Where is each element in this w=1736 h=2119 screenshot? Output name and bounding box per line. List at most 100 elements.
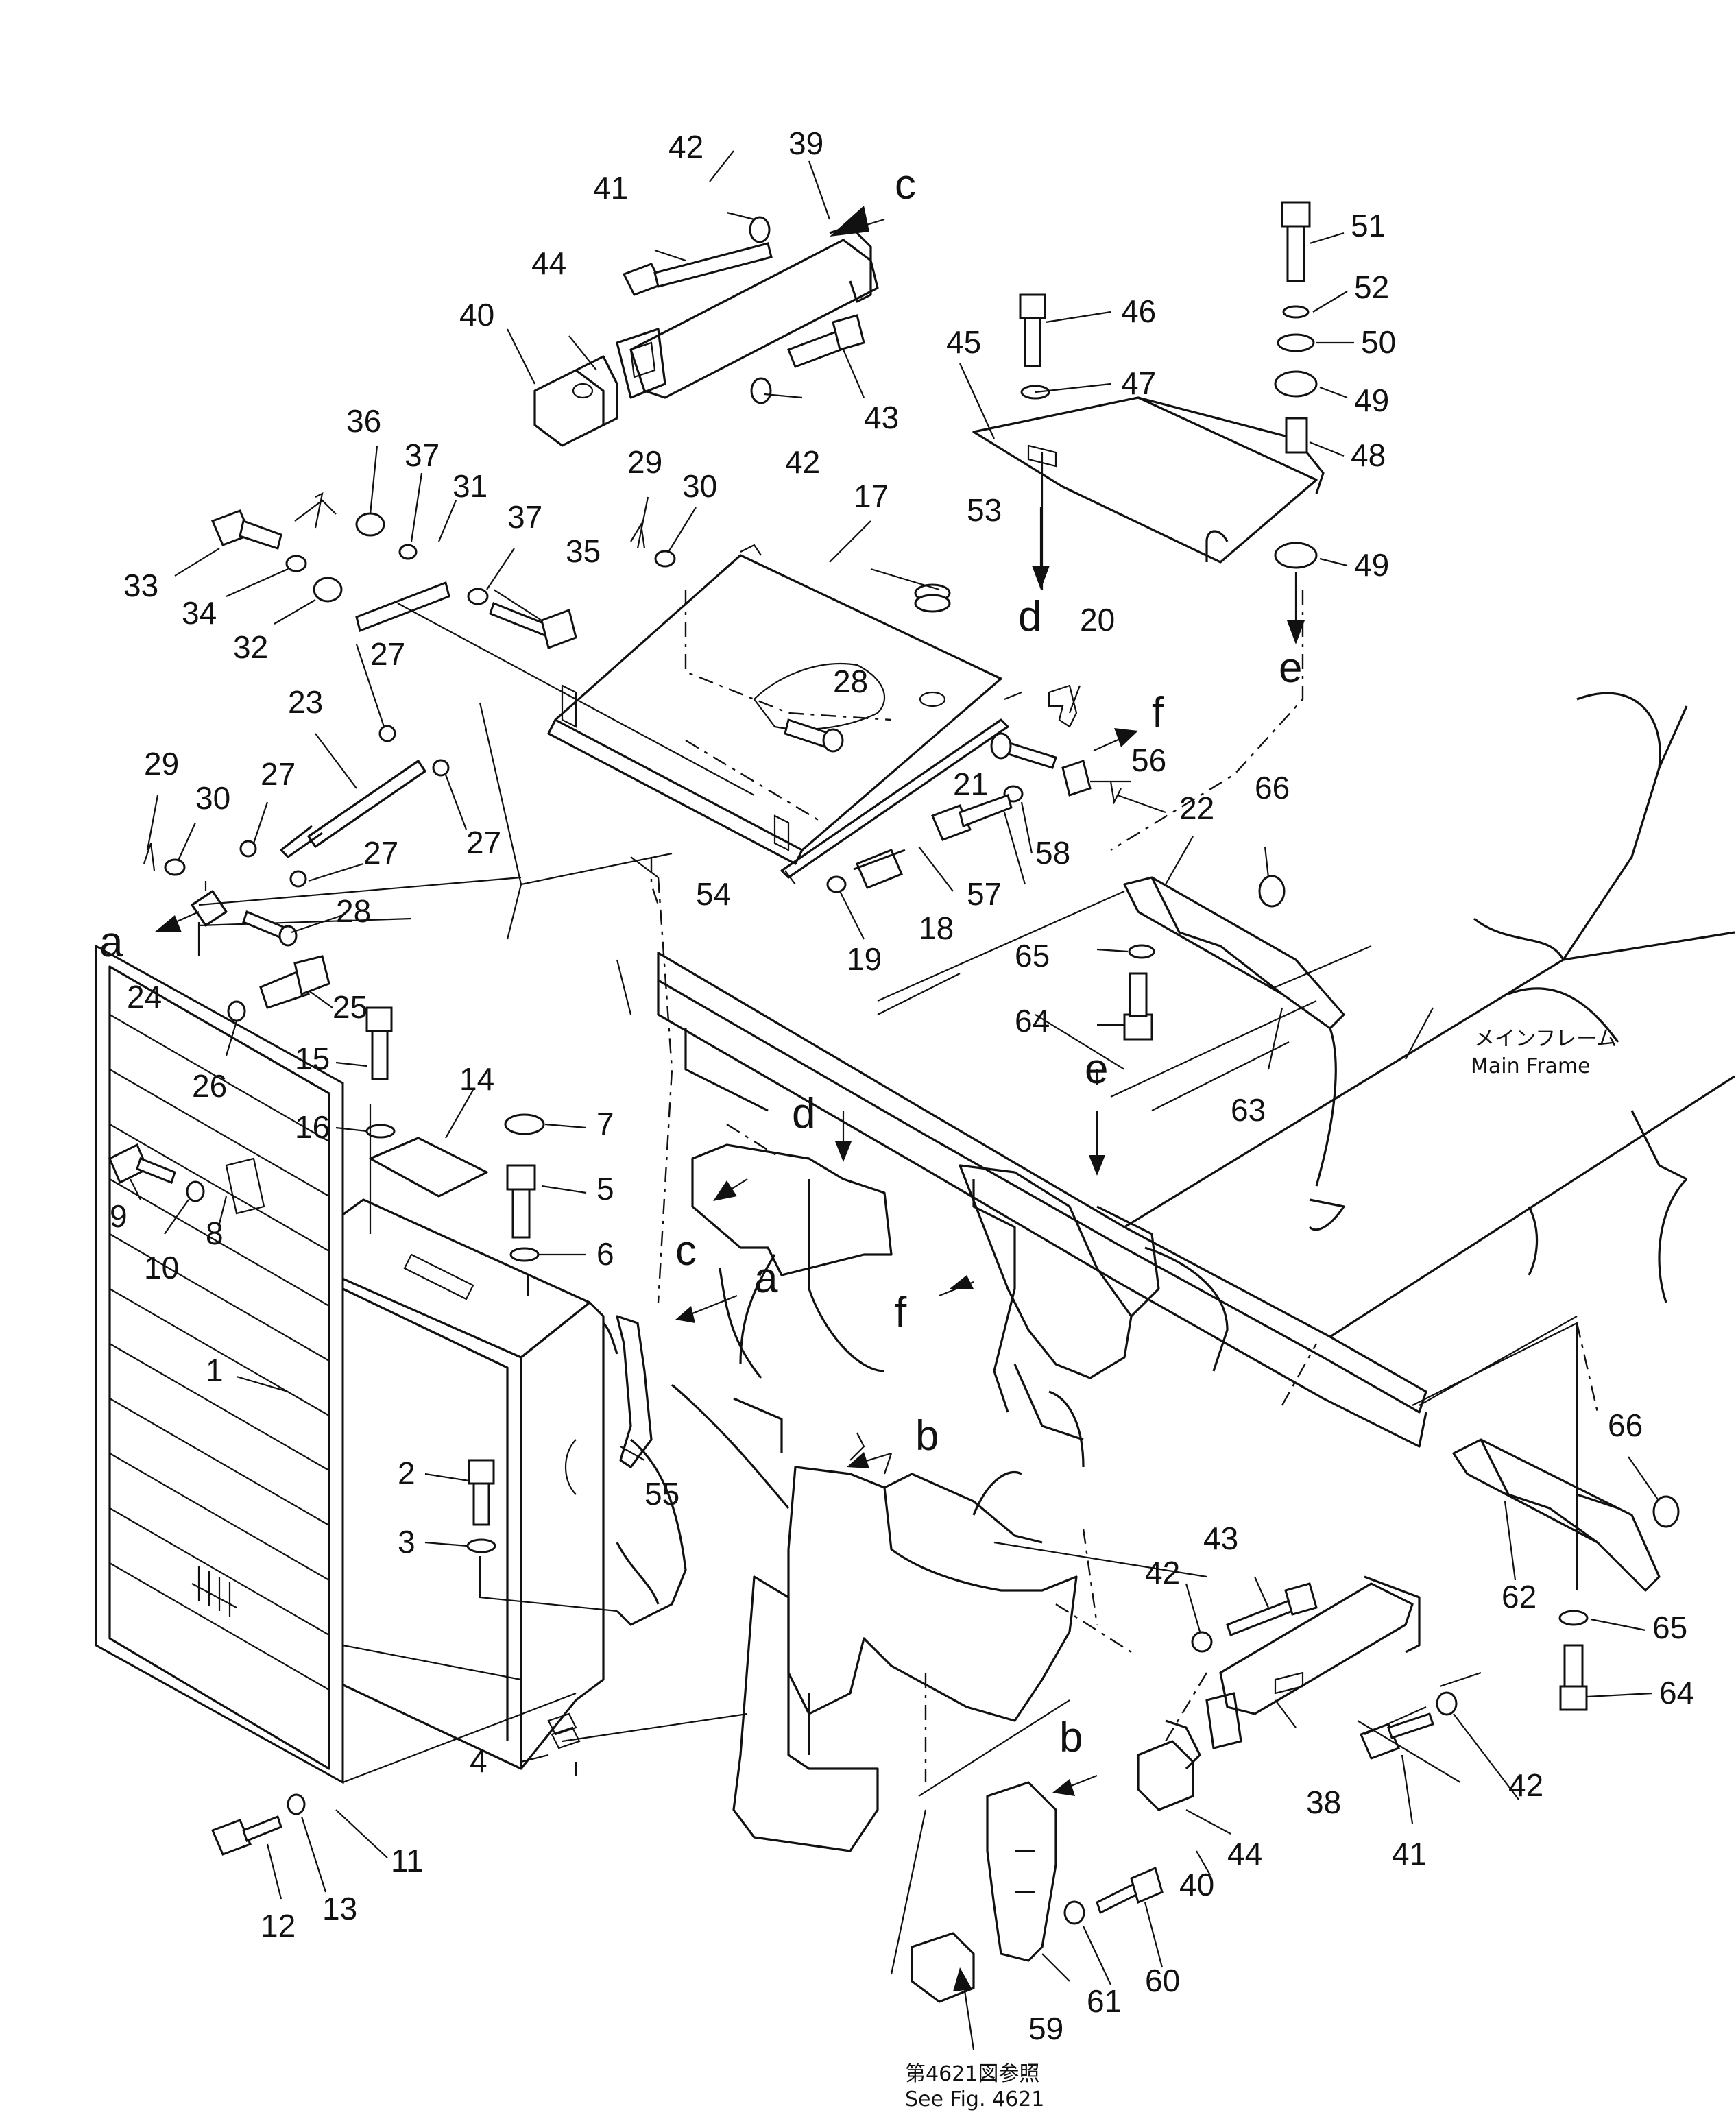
part-label-19: 19 (847, 941, 882, 977)
part-label-9: 9 (110, 1198, 128, 1234)
part-label-18: 18 (919, 910, 954, 946)
part-label-28b: 28 (336, 893, 371, 929)
front-bracket-59 (911, 1781, 1057, 2003)
part-label-23: 23 (288, 684, 323, 720)
part-label-41a: 41 (593, 170, 628, 206)
radiator-assembly (95, 944, 653, 1784)
hood-plate-assembly (547, 544, 1009, 879)
part-label-3: 3 (398, 1524, 415, 1560)
part-label-40a: 40 (459, 297, 494, 332)
part-label-49b: 49 (1354, 547, 1389, 583)
part-label-51: 51 (1351, 208, 1386, 243)
part-label-22: 22 (1179, 790, 1214, 826)
part-label-11: 11 (391, 1843, 424, 1878)
part-label-65b: 65 (1652, 1610, 1687, 1645)
ref-letter-c-frame: c (675, 1227, 697, 1274)
part-label-29a: 29 (627, 444, 662, 480)
part-label-29b: 29 (144, 746, 179, 782)
part-label-53: 53 (967, 492, 1002, 528)
part-label-59: 59 (1028, 2011, 1063, 2046)
part-label-30b: 30 (195, 780, 230, 816)
part-label-46: 46 (1121, 293, 1156, 329)
part-label-64b: 64 (1659, 1675, 1694, 1710)
part-label-42c: 42 (1145, 1555, 1180, 1590)
ref-letter-f-top: f (1152, 689, 1164, 736)
part-label-26: 26 (192, 1068, 227, 1104)
ref-letter-e-top: e (1279, 644, 1302, 692)
see-fig-label-en: See Fig. 4621 (905, 2087, 1044, 2111)
mount-bracket-62 (1452, 1438, 1661, 1592)
part-label-16: 16 (295, 1109, 330, 1145)
part-label-6: 6 (596, 1236, 614, 1272)
part-label-4: 4 (470, 1743, 487, 1779)
part-label-44b: 44 (1227, 1836, 1262, 1872)
leader-lines (130, 150, 1660, 1985)
part-label-39: 39 (788, 125, 823, 161)
part-label-5: 5 (596, 1171, 614, 1207)
part-label-25: 25 (333, 989, 367, 1025)
part-label-58: 58 (1035, 835, 1070, 871)
mount-bracket-63 (1123, 876, 1345, 1030)
part-label-43b: 43 (1203, 1521, 1238, 1556)
part-label-57: 57 (967, 876, 1002, 912)
part-label-27c: 27 (261, 756, 296, 792)
part-label-27d: 27 (363, 835, 398, 871)
part-label-14: 14 (459, 1061, 494, 1097)
part-label-55: 55 (644, 1476, 679, 1512)
part-label-13: 13 (322, 1891, 357, 1926)
part-label-66b: 66 (1608, 1407, 1643, 1443)
part-label-8: 8 (206, 1215, 224, 1251)
part-label-32: 32 (233, 629, 268, 665)
part-label-34: 34 (182, 595, 217, 631)
part-label-50: 50 (1361, 324, 1396, 360)
part-label-61: 61 (1087, 1983, 1122, 2019)
part-number-labels: 1 2 3 4 5 6 7 8 9 10 11 12 13 14 15 16 1… (110, 125, 1694, 2046)
fasteners (108, 201, 1680, 1925)
part-label-35: 35 (566, 533, 601, 569)
part-label-17: 17 (854, 479, 889, 514)
ref-letter-a-frame: a (754, 1255, 778, 1302)
part-label-7: 7 (596, 1106, 614, 1141)
part-label-44a: 44 (531, 245, 566, 281)
part-label-21: 21 (953, 766, 988, 802)
part-label-42a: 42 (668, 129, 703, 165)
part-label-48: 48 (1351, 437, 1386, 473)
ref-letter-e-frame: e (1085, 1045, 1108, 1093)
part-label-62: 62 (1502, 1579, 1536, 1614)
ref-letter-c-top: c (895, 161, 916, 208)
part-label-2: 2 (398, 1455, 415, 1491)
part-label-49a: 49 (1354, 383, 1389, 418)
ref-letter-d-frame: d (792, 1090, 815, 1137)
main-frame-label-jp: メインフレーム (1474, 1027, 1617, 1051)
main-frame-drawing (616, 692, 1735, 1852)
part-label-20: 20 (1080, 602, 1115, 638)
part-label-27b: 27 (466, 825, 501, 860)
part-label-41b: 41 (1392, 1836, 1427, 1872)
part-label-12: 12 (261, 1908, 296, 1944)
part-label-33: 33 (123, 568, 158, 603)
part-label-66a: 66 (1255, 770, 1290, 806)
part-label-15: 15 (295, 1041, 330, 1076)
part-label-30a: 30 (682, 468, 717, 504)
ref-letter-b-frame: b (915, 1412, 939, 1460)
part-label-56: 56 (1131, 742, 1166, 778)
reference-letter-labels: a a b b c c d d e e f f (99, 161, 1302, 1761)
part-label-52: 52 (1354, 269, 1389, 305)
main-frame-label-en: Main Frame (1471, 1054, 1591, 1078)
ref-letter-d-top: d (1018, 593, 1041, 640)
reference-arrows (154, 206, 1305, 2050)
part-label-63: 63 (1231, 1092, 1266, 1128)
part-label-47: 47 (1121, 365, 1156, 401)
part-label-37a: 37 (405, 437, 439, 473)
upper-bracket-39 (533, 225, 879, 447)
part-label-65a: 65 (1015, 938, 1050, 973)
part-label-45: 45 (946, 324, 981, 360)
part-label-60: 60 (1145, 1963, 1180, 1998)
part-label-10: 10 (144, 1250, 179, 1285)
part-label-28a: 28 (833, 664, 868, 699)
part-label-42b: 42 (785, 444, 820, 480)
part-label-37b: 37 (507, 499, 542, 535)
part-label-54: 54 (696, 876, 731, 912)
part-label-43a: 43 (864, 400, 899, 435)
